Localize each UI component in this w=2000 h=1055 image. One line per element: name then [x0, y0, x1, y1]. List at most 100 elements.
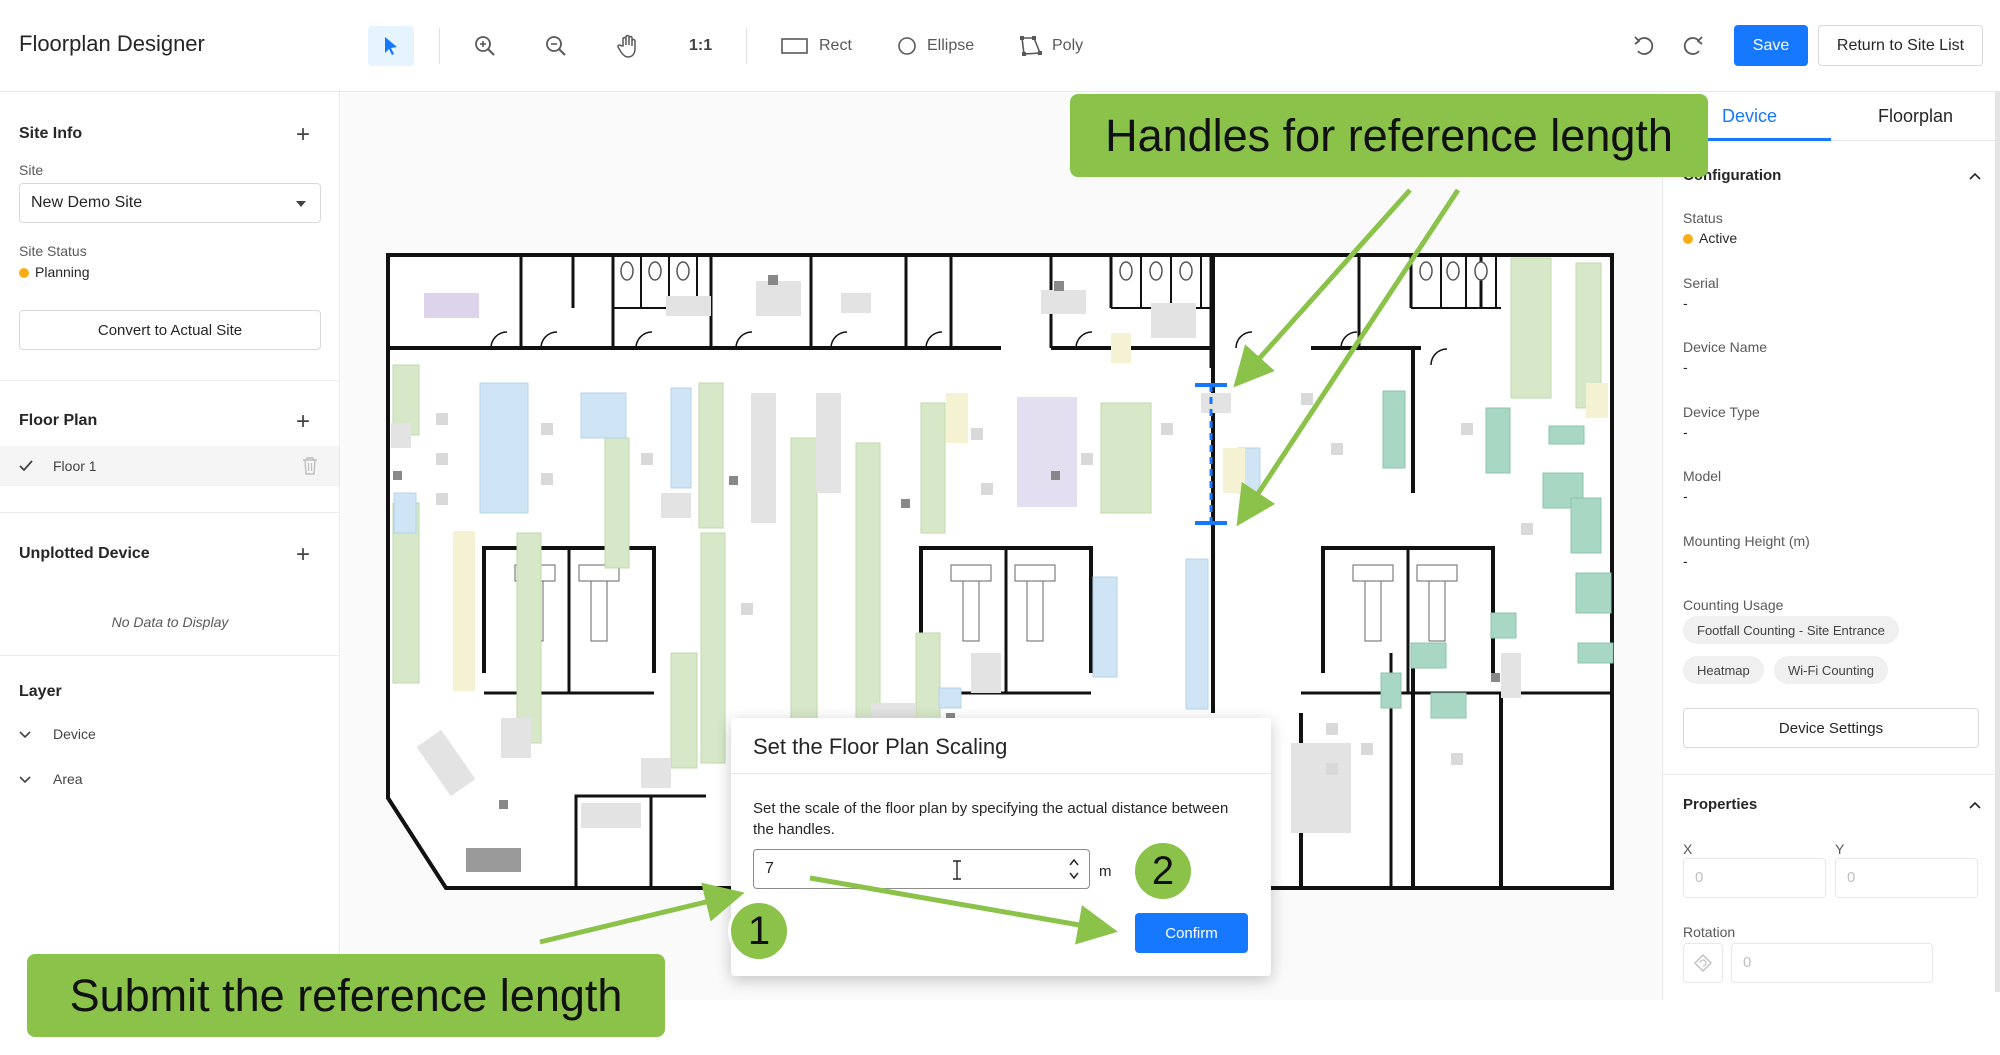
model-label: Model [1683, 468, 1722, 484]
floor-plan-title: Floor Plan [19, 412, 98, 429]
actual-size-button[interactable]: 1:1 [689, 37, 713, 54]
distance-input[interactable]: 7 [753, 849, 1090, 889]
save-button[interactable]: Save [1734, 25, 1808, 66]
floor-label: Floor 1 [53, 458, 97, 474]
chevron-up-icon[interactable] [1969, 801, 1981, 809]
poly-tool-label: Poly [1052, 37, 1084, 54]
unit-label: m [1099, 863, 1112, 880]
properties-title: Properties [1683, 796, 1758, 813]
device-type-value: - [1683, 424, 1688, 440]
site-info-title: Site Info [19, 125, 83, 142]
counting-usage-label: Counting Usage [1683, 597, 1784, 613]
floorplan-canvas[interactable] [341, 93, 1662, 1000]
redo-icon [1683, 36, 1703, 55]
empty-state-text: No Data to Display [111, 614, 229, 630]
step-2-badge: 2 [1132, 840, 1194, 902]
pan-button[interactable] [617, 26, 639, 66]
rotate-icon [1694, 954, 1712, 972]
site-status-value: Planning [35, 264, 90, 280]
check-icon [19, 460, 33, 472]
add-unplotted-device-icon[interactable]: + [296, 541, 311, 568]
y-label: Y [1835, 841, 1845, 857]
rect-tool-button[interactable]: Rect [781, 26, 852, 66]
step-1-badge: 1 [728, 900, 790, 962]
unplotted-device-title: Unplotted Device [19, 545, 150, 562]
x-label: X [1683, 841, 1693, 857]
trash-icon[interactable] [302, 456, 318, 475]
chevron-down-icon [19, 776, 31, 784]
rotation-button[interactable] [1683, 943, 1723, 983]
dialog-title: Set the Floor Plan Scaling [753, 734, 1008, 759]
site-status-label: Site Status [19, 243, 87, 259]
mounting-height-value: - [1683, 553, 1688, 569]
hand-icon [617, 34, 636, 58]
status-dot-icon [19, 268, 29, 278]
device-name-value: - [1683, 359, 1688, 375]
counting-tag-wifi: Wi-Fi Counting [1774, 656, 1888, 684]
chevron-up-icon[interactable] [1969, 172, 1981, 180]
scrollbar[interactable] [1995, 92, 2000, 992]
undo-button[interactable] [1632, 26, 1656, 66]
chevron-down-icon [19, 731, 31, 739]
status-value: Active [1699, 230, 1738, 246]
status-dot-icon [1683, 234, 1693, 244]
site-select[interactable]: New Demo Site [19, 183, 321, 223]
device-type-label: Device Type [1683, 404, 1760, 420]
redo-button[interactable] [1681, 26, 1705, 66]
left-sidebar: Site Info + Site New Demo Site Site Stat… [0, 92, 340, 1000]
tab-device[interactable]: Device [1722, 106, 1778, 126]
stepper-icon[interactable] [1069, 856, 1079, 882]
caret-down-icon [296, 201, 306, 207]
polygon-icon [1020, 36, 1042, 56]
rect-tool-label: Rect [819, 37, 852, 54]
rectangle-icon [781, 38, 808, 54]
app-title: Floorplan Designer [19, 31, 205, 56]
mounting-height-label: Mounting Height (m) [1683, 533, 1810, 549]
ellipse-tool-button[interactable]: Ellipse [897, 26, 974, 66]
distance-input-value: 7 [765, 860, 774, 877]
return-to-site-list-button[interactable]: Return to Site List [1818, 25, 1983, 66]
layer-device-label: Device [53, 726, 96, 742]
ellipse-icon [898, 37, 916, 55]
submit-callout: Submit the reference length [27, 954, 665, 1037]
site-label: Site [19, 162, 44, 178]
tab-floorplan[interactable]: Floorplan [1878, 106, 1954, 126]
serial-value: - [1683, 295, 1688, 311]
counting-tag-footfall: Footfall Counting - Site Entrance [1683, 616, 1899, 644]
floorplan-drawing [386, 253, 1614, 890]
cursor-icon [385, 37, 397, 55]
add-site-info-icon[interactable]: + [296, 121, 311, 148]
undo-icon [1634, 36, 1654, 55]
ellipse-tool-label: Ellipse [927, 37, 975, 54]
status-label: Status [1683, 210, 1723, 226]
layer-title: Layer [19, 683, 62, 700]
handles-callout: Handles for reference length [1070, 94, 1708, 177]
select-tool-button[interactable] [368, 26, 414, 66]
y-input[interactable]: 0 [1835, 858, 1978, 898]
zoom-out-icon [546, 36, 566, 56]
confirm-button[interactable]: Confirm [1135, 913, 1248, 953]
add-floor-plan-icon[interactable]: + [296, 408, 311, 435]
zoom-in-icon [475, 36, 495, 56]
x-input[interactable]: 0 [1683, 858, 1826, 898]
zoom-in-button[interactable] [474, 26, 496, 66]
floor-list-item[interactable]: Floor 1 [0, 446, 339, 486]
serial-label: Serial [1683, 275, 1719, 291]
site-select-value: New Demo Site [31, 194, 143, 211]
counting-tag-heatmap: Heatmap [1683, 656, 1764, 684]
model-value: - [1683, 488, 1688, 504]
status: Active [1683, 230, 1737, 246]
zoom-out-button[interactable] [545, 26, 567, 66]
device-name-label: Device Name [1683, 339, 1768, 355]
layer-area-label: Area [53, 771, 83, 787]
dialog-description: Set the scale of the floor plan by speci… [753, 800, 1229, 838]
site-status: Planning [19, 264, 90, 280]
convert-to-actual-site-button[interactable]: Convert to Actual Site [19, 310, 321, 350]
rotation-label: Rotation [1683, 924, 1736, 940]
scaling-dialog: Set the Floor Plan Scaling Set the scale… [731, 718, 1271, 976]
rotation-input[interactable]: 0 [1731, 943, 1933, 983]
top-toolbar: Floorplan Designer 1:1 Rect Ellipse Poly… [0, 0, 2000, 92]
device-settings-button[interactable]: Device Settings [1683, 708, 1979, 748]
poly-tool-button[interactable]: Poly [1020, 26, 1083, 66]
